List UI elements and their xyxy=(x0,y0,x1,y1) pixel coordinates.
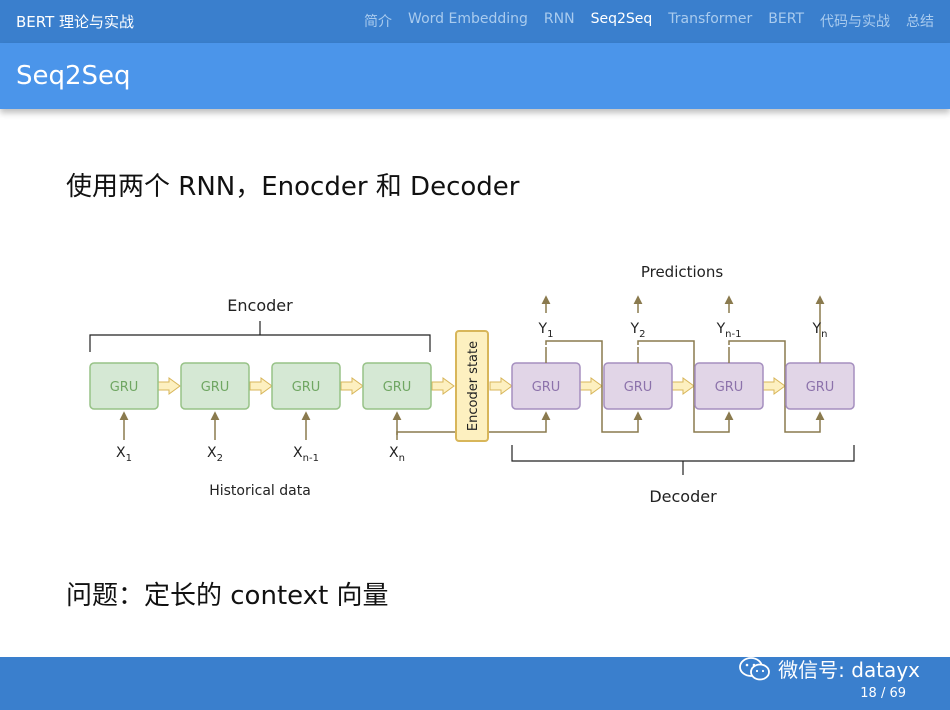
input-label: X1 xyxy=(116,445,132,464)
wechat-icon xyxy=(739,656,771,680)
slide-heading-context: 问题：定长的 context 向量 xyxy=(66,581,389,611)
encoder-link-arrow xyxy=(249,377,273,395)
nav-item-intro[interactable]: 简介 xyxy=(364,14,393,30)
encoder-gru-cell xyxy=(89,362,159,410)
encoder-gru-label: GRU xyxy=(201,380,230,395)
feedback-loop xyxy=(545,340,643,433)
decoder-bracket xyxy=(511,445,855,462)
encoder-link-arrow xyxy=(431,377,455,395)
encoder-link-arrow xyxy=(157,377,181,395)
nav-item-bert[interactable]: BERT xyxy=(768,11,804,27)
nav-item-word-embedding[interactable]: Word Embedding xyxy=(408,11,528,27)
slide-heading-rnn: 使用两个 RNN，Enocder 和 Decoder xyxy=(66,172,520,202)
nav-item-transformer[interactable]: Transformer xyxy=(668,11,753,27)
seq2seq-diagram: Encoder Predictions GRU GRU GRU GRU X1 X… xyxy=(89,263,855,506)
decoder-gru-label: GRU xyxy=(715,380,744,395)
deck-title[interactable]: BERT 理论与实战 xyxy=(16,13,135,31)
decoder-link-arrow xyxy=(579,377,603,395)
decoder-link-arrow xyxy=(762,377,786,395)
feedback-loop xyxy=(637,340,734,433)
encoder-gru-label: GRU xyxy=(292,380,321,395)
wechat-watermark: 微信号: datayx xyxy=(738,654,920,683)
output-label: Y2 xyxy=(630,321,646,340)
encoder-bracket xyxy=(89,334,431,352)
encoder-gru-cell xyxy=(362,362,432,410)
output-label: Yn-1 xyxy=(716,321,742,340)
decoder-gru-label: GRU xyxy=(624,380,653,395)
page-number: 18 / 69 xyxy=(860,686,906,701)
decoder-label: Decoder xyxy=(649,487,717,506)
title-bar: Seq2Seq xyxy=(0,43,950,109)
encoder-gru-label: GRU xyxy=(110,380,139,395)
nav-item-seq2seq[interactable]: Seq2Seq xyxy=(590,11,653,27)
feedback-loop xyxy=(728,340,825,433)
encoder-gru-cell xyxy=(271,362,341,410)
watermark-text: 微信号: datayx xyxy=(778,658,920,682)
decoder-gru-label: GRU xyxy=(806,380,835,395)
predictions-label: Predictions xyxy=(641,263,724,281)
encoder-state-label: Encoder state xyxy=(466,341,481,431)
nav-item-code-practice[interactable]: 代码与实战 xyxy=(820,14,890,30)
encoder-link-arrow xyxy=(340,377,364,395)
encoder-gru-cell xyxy=(180,362,250,410)
output-label: Y1 xyxy=(538,321,554,340)
input-label: Xn xyxy=(389,445,405,464)
decoder-link-arrow xyxy=(671,377,695,395)
encoder-label: Encoder xyxy=(227,296,293,315)
decoder-gru-label: GRU xyxy=(532,380,561,395)
output-label: Yn xyxy=(812,321,828,340)
slide-title: Seq2Seq xyxy=(16,61,131,91)
encoder-state-box xyxy=(455,330,489,442)
nav-item-rnn[interactable]: RNN xyxy=(543,11,575,27)
nav-item-summary[interactable]: 总结 xyxy=(906,14,934,30)
encoder-gru-label: GRU xyxy=(383,380,412,395)
input-label: X2 xyxy=(207,445,223,464)
historical-data-label: Historical data xyxy=(209,483,311,499)
section-nav: 简介 Word Embedding RNN Seq2Seq Transforme… xyxy=(364,11,934,31)
state-link-arrow xyxy=(489,377,513,395)
footer-bar: 微信号: datayx 18 / 69 xyxy=(0,654,950,710)
input-label: Xn-1 xyxy=(293,445,319,464)
nav-bar: BERT 理论与实战 简介 Word Embedding RNN Seq2Seq… xyxy=(0,0,950,43)
